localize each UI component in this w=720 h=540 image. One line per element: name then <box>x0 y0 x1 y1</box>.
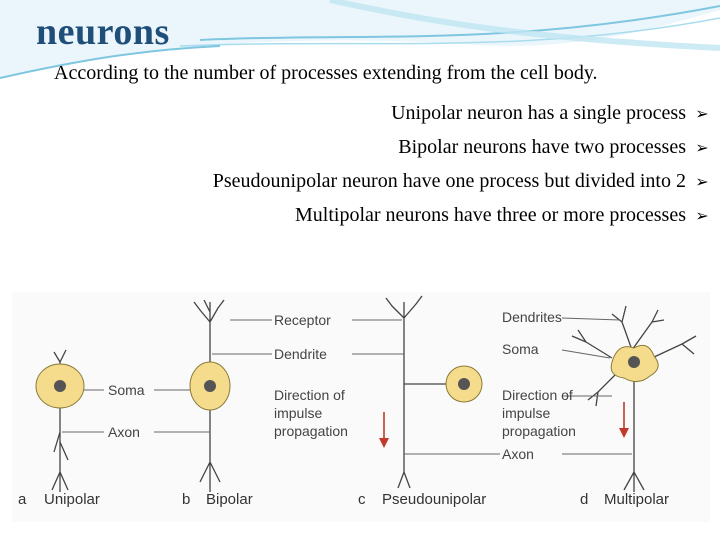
label-soma-right: Soma <box>502 341 539 357</box>
panel-name-pseudounipolar: Pseudounipolar <box>382 491 486 508</box>
label-direction-right-line3: propagation <box>502 423 576 439</box>
panel-letter-a: a <box>18 491 27 508</box>
label-direction-right-line2: impulse <box>502 405 550 421</box>
arrow-bullet-icon: ➢ <box>695 103 709 123</box>
panel-letter-b: b <box>182 491 190 508</box>
bullet-text: Multipolar neurons have three or more pr… <box>295 203 686 226</box>
bullet-text: Bipolar neurons have two processes <box>398 135 686 158</box>
bullet-item: Unipolar neuron has a single process ➢ <box>30 96 710 130</box>
label-receptor: Receptor <box>274 312 331 328</box>
panel-name-unipolar: Unipolar <box>44 491 100 508</box>
bullet-list: Unipolar neuron has a single process ➢ B… <box>30 96 710 232</box>
label-direction-line1: Direction of <box>274 387 345 403</box>
label-axon: Axon <box>108 424 140 440</box>
header-swoosh-decoration <box>0 0 720 79</box>
label-soma: Soma <box>108 382 145 398</box>
arrow-bullet-icon: ➢ <box>695 205 709 225</box>
intro-text: According to the number of processes ext… <box>54 62 598 84</box>
slide-title: neurons <box>36 11 170 53</box>
panel-name-bipolar: Bipolar <box>206 491 253 508</box>
neuron-types-figure: Receptor Dendrite Soma Direction of impu… <box>12 292 710 522</box>
bullet-text: Pseudounipolar neuron have one process b… <box>212 169 686 192</box>
label-dendrite: Dendrite <box>274 346 327 362</box>
arrow-bullet-icon: ➢ <box>695 171 709 191</box>
label-dendrites: Dendrites <box>502 309 562 325</box>
bullet-item: Multipolar neurons have three or more pr… <box>30 198 710 232</box>
label-direction-right-line1: Direction of <box>502 387 573 403</box>
panel-letter-d: d <box>580 491 588 508</box>
bullet-item: Bipolar neurons have two processes ➢ <box>30 130 710 164</box>
label-direction-line3: propagation <box>274 423 348 439</box>
panel-name-multipolar: Multipolar <box>604 491 669 508</box>
neuron-diagram: Receptor Dendrite Soma Direction of impu… <box>18 295 697 508</box>
label-axon-right: Axon <box>502 446 534 462</box>
label-direction-line2: impulse <box>274 405 322 421</box>
arrow-bullet-icon: ➢ <box>695 137 709 157</box>
panel-letter-c: c <box>358 491 366 508</box>
bullet-item: Pseudounipolar neuron have one process b… <box>30 164 710 198</box>
bullet-text: Unipolar neuron has a single process <box>391 101 686 124</box>
